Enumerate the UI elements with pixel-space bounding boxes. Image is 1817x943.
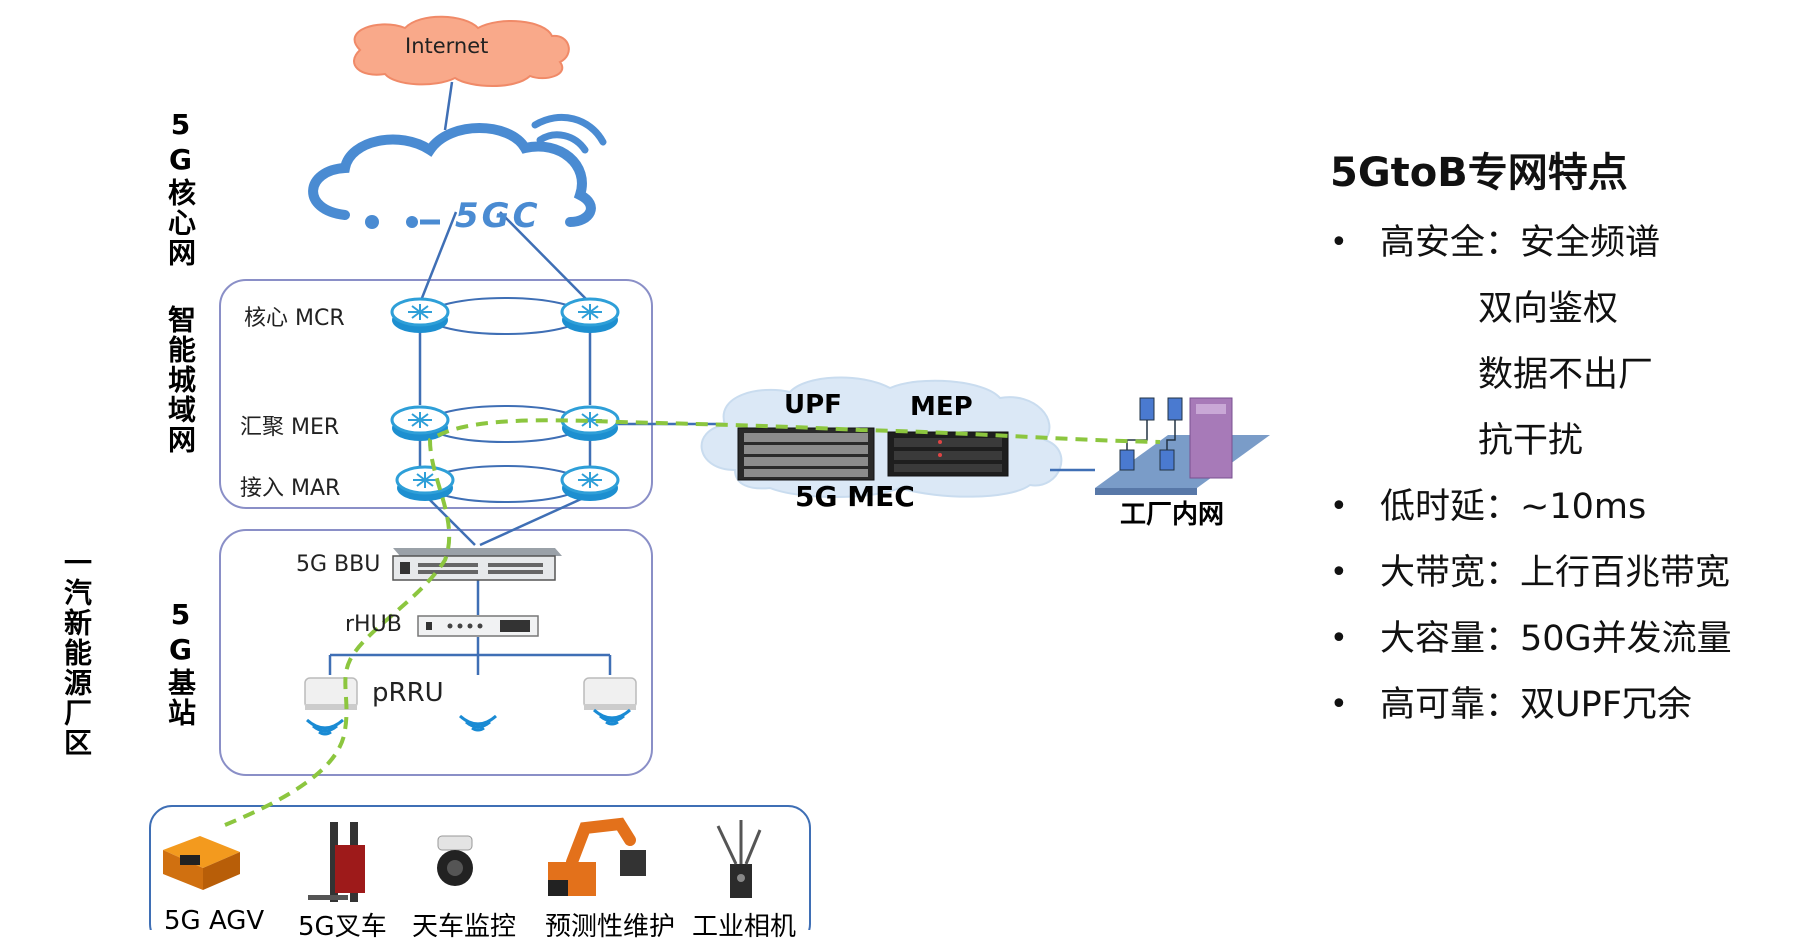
rhub-icon	[417, 615, 539, 637]
device-agv-label: 5G AGV	[164, 906, 265, 936]
section-metro-label: 智能城域网	[164, 305, 197, 455]
feature-sub-item: 抗干扰	[1478, 421, 1584, 461]
prru-icon-left	[304, 677, 358, 710]
bullet-icon: •	[1330, 555, 1348, 590]
feature-sub-item: 双向鉴权	[1478, 289, 1619, 329]
access-router-label: 接入 MAR	[240, 476, 341, 501]
internet-label: Internet	[405, 34, 489, 58]
feature-item: • 高可靠：双UPF冗余	[1330, 672, 1810, 738]
feature-sub-item: 数据不出厂	[1478, 355, 1654, 395]
core-ring	[426, 297, 584, 335]
forklift-icon	[308, 822, 365, 902]
devices-box	[149, 805, 811, 943]
core-router-label: 核心 MCR	[244, 306, 345, 331]
5gc-cloud-icon	[308, 114, 607, 229]
router-icon-core-right	[560, 297, 620, 333]
bullet-icon: •	[1330, 225, 1348, 260]
router-icon-access-right	[560, 465, 620, 501]
feature-item: • 大带宽：上行百兆带宽	[1330, 540, 1810, 606]
metro-box	[219, 279, 653, 509]
feature-item: • 大容量：50G并发流量	[1330, 606, 1810, 672]
bs-box	[219, 529, 653, 776]
agg-router-label: 汇聚 MER	[240, 415, 340, 440]
features-panel: 5GtoB专网特点 • 高安全：安全频谱 双向鉴权 数据不出厂 抗干扰 • 低时延：…	[1330, 140, 1810, 738]
upf-server-icon	[737, 427, 875, 481]
factory-network-label: 工厂内网	[1120, 500, 1225, 530]
data-path	[224, 418, 1161, 827]
factory-network-icon	[1095, 397, 1270, 495]
feature-item: • 低时延：~10ms	[1330, 474, 1810, 540]
bullet-icon: •	[1330, 687, 1348, 722]
signal-icon-right	[593, 708, 631, 726]
camera-icon	[437, 835, 473, 886]
prru-label: pRRU	[372, 678, 444, 708]
router-icon-core-left	[390, 297, 450, 333]
router-icon-agg-right	[560, 405, 620, 441]
device-industrial-camera-label: 工业相机	[692, 912, 797, 942]
features-title: 5GtoB专网特点	[1330, 150, 1628, 196]
section-core-label: 5G核心网	[164, 108, 197, 268]
upf-label: UPF	[784, 390, 842, 420]
feature-label: 高安全：安全频谱	[1380, 223, 1661, 263]
internet-cloud	[353, 15, 570, 87]
section-factory-label: 一汽新能源厂区	[60, 548, 93, 758]
mec-label: 5G MEC	[795, 480, 915, 513]
5gc-label: 5GC	[455, 196, 541, 236]
signal-icon-middle	[459, 714, 497, 732]
router-icon-access-left	[395, 465, 455, 501]
rhub-label: rHUB	[345, 612, 402, 637]
device-crane-monitor-label: 天车监控	[412, 912, 517, 942]
feature-label: 大容量：50G并发流量	[1380, 619, 1732, 659]
device-forklift-label: 5G叉车	[298, 912, 387, 942]
feature-label: 低时延：~10ms	[1380, 487, 1647, 527]
section-bs-label: 5G基站	[164, 598, 197, 728]
device-predictive-maintenance-label: 预测性维护	[545, 912, 676, 942]
bullet-icon: •	[1330, 621, 1348, 656]
feature-item: • 高安全：安全频谱	[1330, 210, 1810, 276]
internet-link	[443, 81, 454, 131]
feature-label: 高可靠：双UPF冗余	[1380, 685, 1692, 725]
bullet-icon: •	[1330, 489, 1348, 524]
bbu-icon	[392, 548, 562, 581]
robot-arm-icon	[548, 817, 646, 896]
prru-icon-right	[583, 677, 637, 710]
router-icon-agg-left	[390, 405, 450, 441]
mep-server-icon	[887, 431, 1009, 477]
agv-icon	[163, 836, 240, 890]
signal-icon-left	[306, 718, 344, 736]
bbu-label: 5G BBU	[296, 552, 381, 577]
industrial-camera-icon	[716, 820, 762, 898]
feature-label: 大带宽：上行百兆带宽	[1380, 553, 1731, 593]
mep-label: MEP	[910, 392, 973, 422]
agg-ring	[426, 405, 584, 443]
